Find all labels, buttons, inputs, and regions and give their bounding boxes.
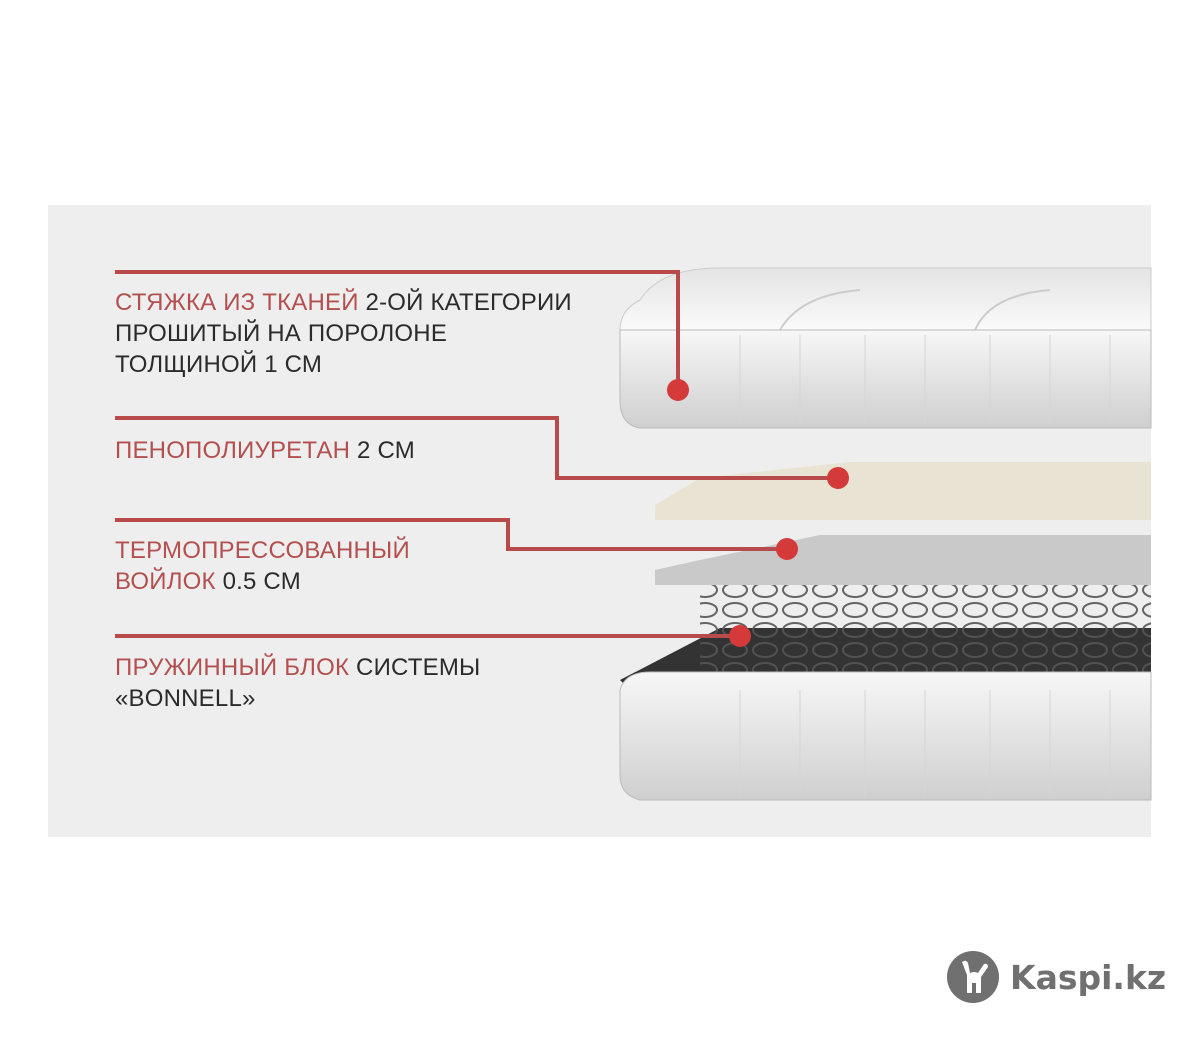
kaspi-watermark: Kaspi.kz <box>946 950 1166 1004</box>
layer-label-cover: СТЯЖКА ИЗ ТКАНЕЙ 2-ОЙ КАТЕГОРИИ ПРОШИТЫЙ… <box>115 287 572 380</box>
label-line: ТОЛЩИНОЙ 1 СМ <box>115 351 323 378</box>
kaspi-logo-text: Kaspi.kz <box>1010 957 1167 997</box>
layer-label-springs: ПРУЖИННЫЙ БЛОК СИСТЕМЫ «BONNELL» <box>115 652 480 714</box>
callout-line-2 <box>115 416 838 480</box>
kaspi-logo-icon <box>947 951 999 1003</box>
label-highlight: ТЕРМОПРЕССОВАННЫЙ <box>115 537 410 564</box>
felt-layer <box>655 535 1151 585</box>
callout-dot-2 <box>827 467 849 489</box>
label-rest: 2-ОЙ КАТЕГОРИИ <box>358 289 572 316</box>
label-highlight: ВОЙЛОК <box>115 568 216 595</box>
label-highlight: ПРУЖИННЫЙ БЛОК <box>115 654 350 681</box>
callout-dot-1 <box>667 379 689 401</box>
callout-dot-4 <box>729 625 751 647</box>
label-rest: СИСТЕМЫ <box>349 654 481 681</box>
bottom-mattress <box>619 671 1152 801</box>
label-highlight: СТЯЖКА ИЗ ТКАНЕЙ <box>115 289 359 316</box>
layer-label-felt: ТЕРМОПРЕССОВАННЫЙ ВОЙЛОК 0.5 СМ <box>115 535 410 597</box>
top-mattress <box>619 267 1152 429</box>
layer-label-foam: ПЕНОПОЛИУРЕТАН 2 СМ <box>115 435 415 466</box>
callout-dot-3 <box>776 538 798 560</box>
label-rest: 0.5 СМ <box>215 568 301 595</box>
callout-line-1 <box>115 270 680 390</box>
foam-layer <box>655 462 1151 520</box>
label-highlight: ПЕНОПОЛИУРЕТАН <box>115 437 351 464</box>
callout-line-3 <box>115 518 787 551</box>
label-rest: 2 СМ <box>350 437 415 464</box>
label-line: ПРОШИТЫЙ НА ПОРОЛОНЕ <box>115 320 448 347</box>
label-line: «BONNELL» <box>115 685 256 712</box>
